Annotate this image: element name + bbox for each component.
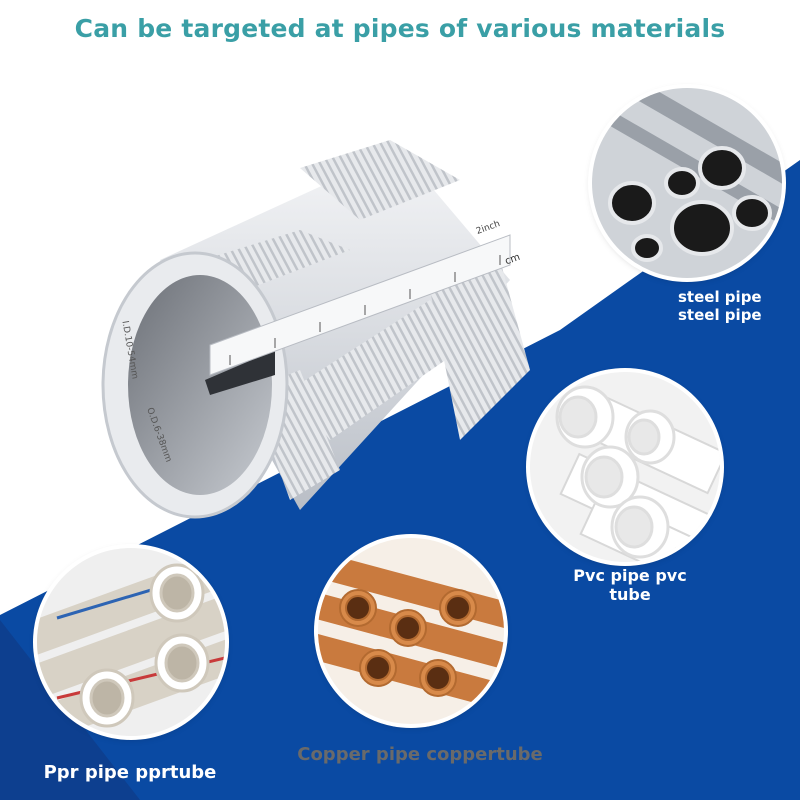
copper-pipe-label: Copper pipe coppertube (297, 744, 543, 765)
steel-pipe-label: steel pipe steel pipe (678, 288, 762, 324)
pipe-deburring-tool-image (100, 140, 550, 530)
ppr-pipes-illustration (37, 548, 225, 736)
steel-pipe-label-line1: steel pipe (678, 288, 762, 306)
copper-pipes-illustration (318, 538, 504, 724)
pvc-pipe-label: Pvc pipe pvc tube (573, 566, 687, 605)
steel-pipes-illustration (592, 88, 782, 278)
steel-pipe-image (592, 88, 782, 278)
ppr-pipe-label: Ppr pipe pprtube (43, 762, 217, 783)
ppr-pipe-image (37, 548, 225, 736)
headline: Can be targeted at pipes of various mate… (74, 14, 726, 43)
pvc-pipes-illustration (530, 372, 720, 562)
pvc-pipe-image (530, 372, 720, 562)
steel-pipe-label-line2: steel pipe (678, 306, 762, 324)
copper-pipe-image (318, 538, 504, 724)
